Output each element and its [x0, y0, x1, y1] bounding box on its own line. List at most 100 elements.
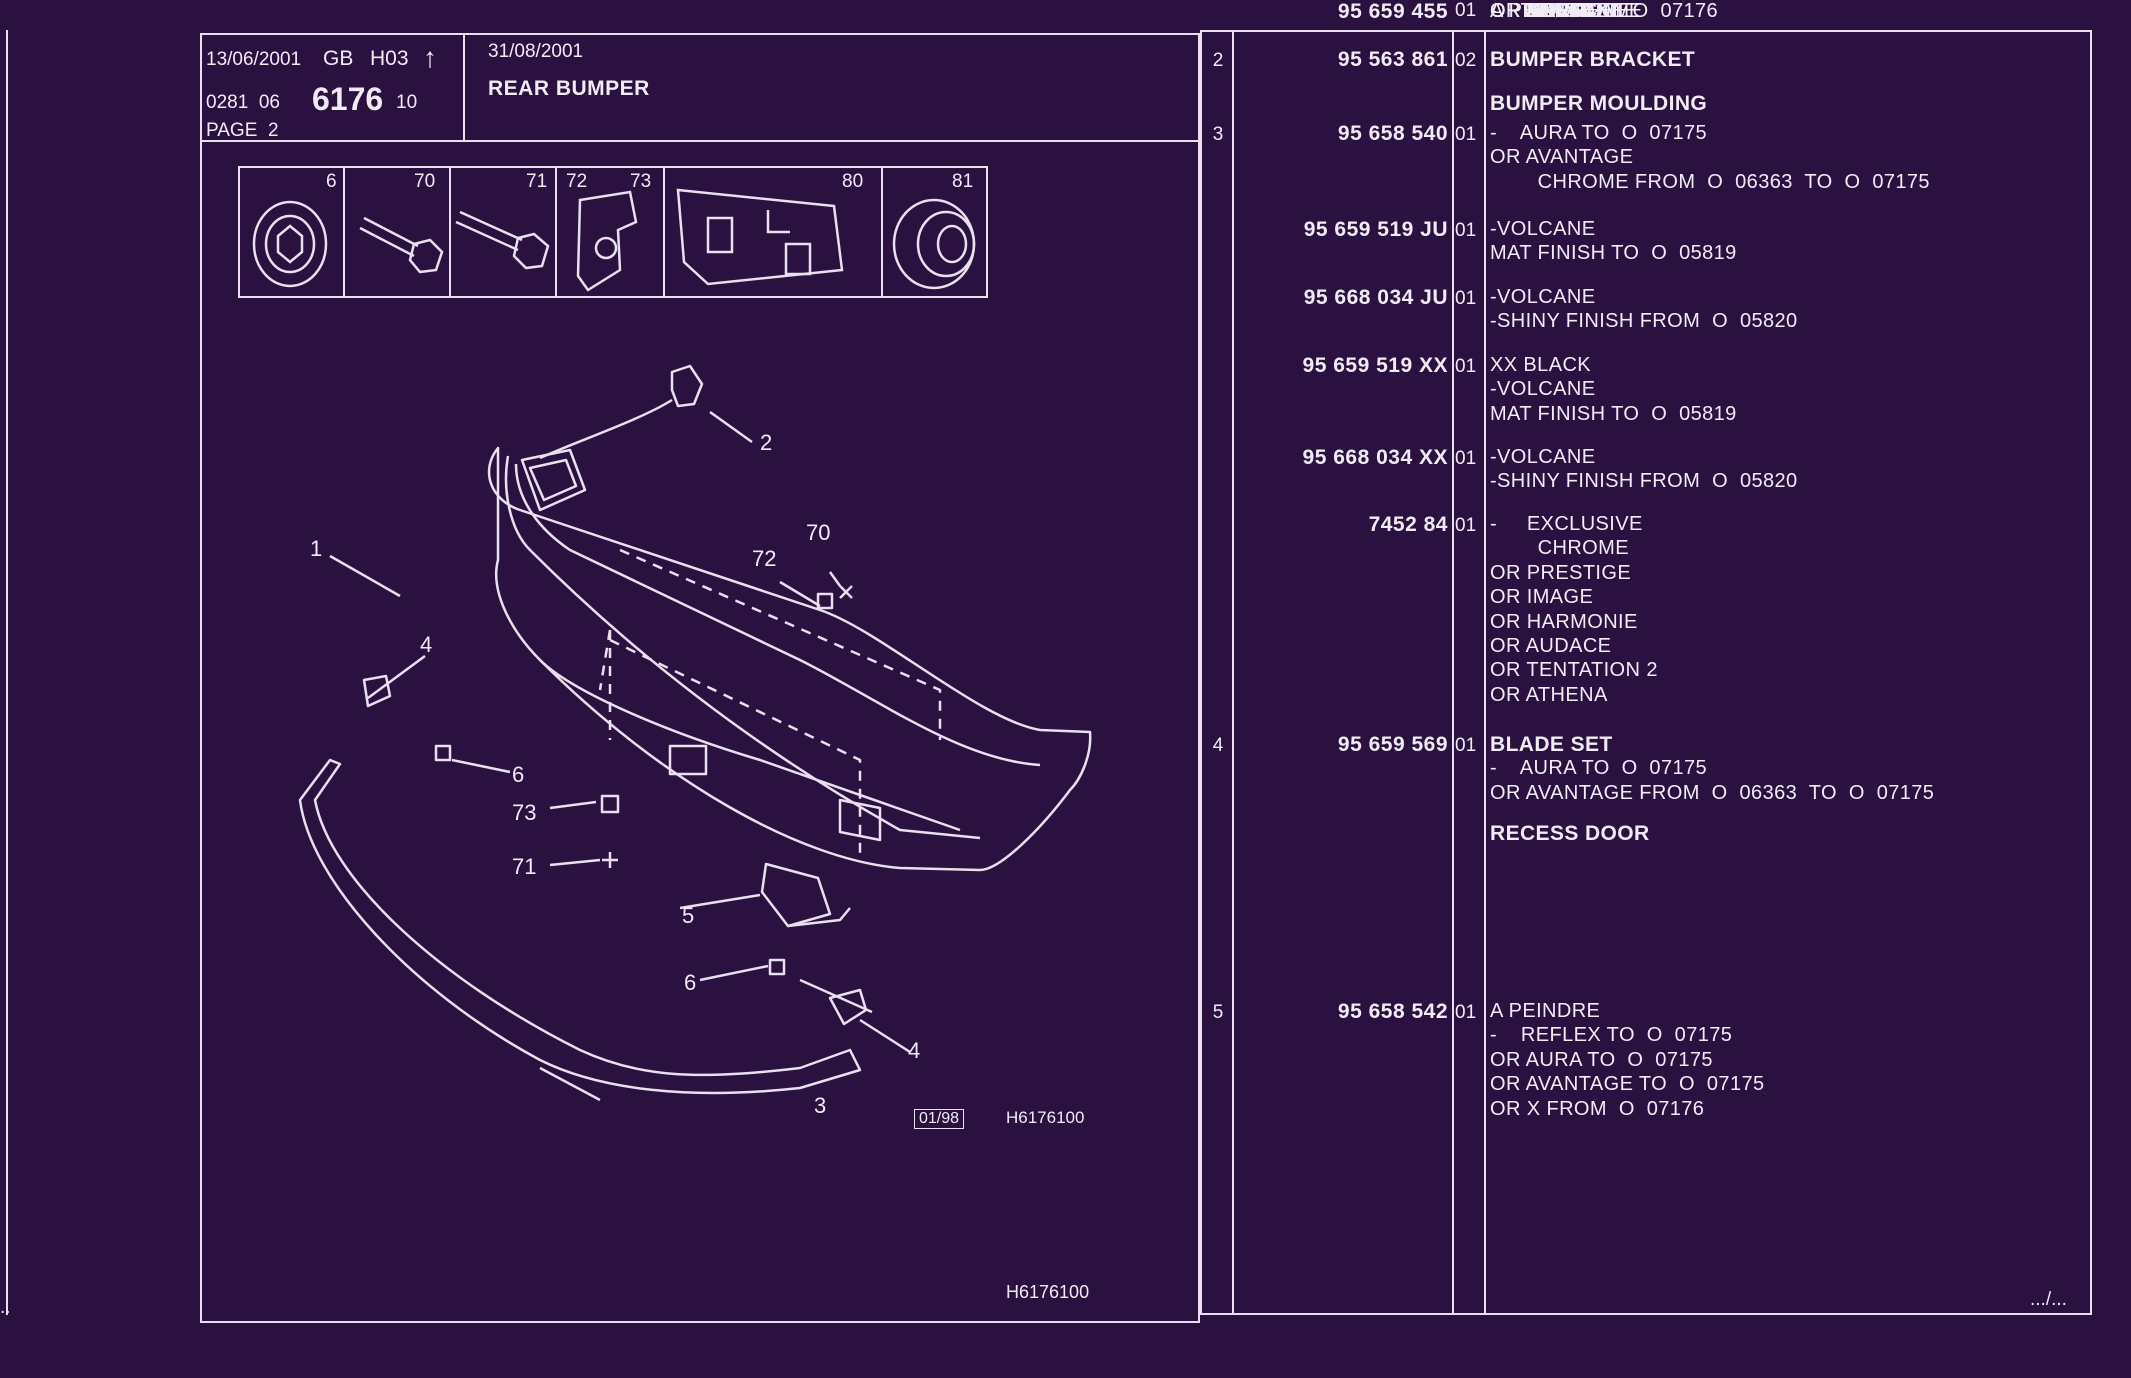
part-description-line: OR VOLCANE [1490, 0, 1626, 22]
parts-panel-top [1200, 30, 2092, 32]
part-quantity: 01 [1455, 356, 1477, 377]
part-number: 95 659 519 XX [1302, 354, 1448, 377]
part-description-line: OR AUDACE [1490, 0, 1612, 22]
header-date2: 31/08/2001 [488, 41, 584, 62]
header-ref-prefix: 0281 06 [206, 92, 280, 113]
callout-70: 70 [806, 520, 830, 545]
part-number: 95 668 034 JU [1303, 286, 1448, 309]
header-code: H03 [370, 47, 409, 70]
page-title: REAR BUMPER [488, 77, 650, 100]
part-number: 95 658 542 [1337, 1000, 1448, 1023]
part-number: 95 659 569 [1337, 733, 1448, 756]
up-arrow-icon: ↑ [423, 42, 437, 73]
part-description-line: OR AURA TO O 07175 [1490, 1048, 1713, 1071]
part-description-line: OR AUDACE [1490, 635, 1612, 657]
part-number: 95 659 519 JU [1303, 218, 1448, 241]
part-number: 95 563 861 [1337, 48, 1448, 71]
part-heading: BLADE SET [1490, 733, 1613, 756]
part-description-line: MAT FINISH TO O 05819 [1490, 242, 1737, 265]
part-number: 7452 84 [1368, 513, 1448, 536]
part-description-line: A PEINDRE [1490, 0, 1601, 22]
fastener-no-72: 72 [566, 171, 588, 192]
part-quantity: 01 [1455, 124, 1477, 145]
qty-col-divider [1484, 30, 1486, 1315]
left-edge-dots: .. [0, 1297, 11, 1318]
header-lang: GB [323, 47, 354, 70]
callout-73: 73 [512, 800, 536, 825]
part-description-line: -SHINY FINISH FROM O 05820 [1490, 470, 1798, 493]
part-quantity: 01 [1455, 515, 1477, 536]
part-ref-number: 4 [1212, 735, 1224, 756]
callout-71: 71 [512, 854, 536, 879]
part-heading: BUMPER BRACKET [1490, 48, 1696, 71]
header-ref-main: 6176 [312, 81, 384, 117]
part-description-line: -VOLCANE [1490, 446, 1596, 468]
part-description-line: OR AVANTAGE TO O 07175 [1490, 1073, 1765, 1096]
part-description-line: OR EXCLUSIVE [1490, 0, 1643, 22]
part-number: 95 659 455 [1337, 0, 1448, 23]
header-split [463, 33, 465, 142]
exploded-diagram: 2 1 4 6 73 71 72 70 5 6 4 3 [298, 364, 1092, 1118]
part-description-line: OR SX FROM O 07176 [1490, 0, 1719, 22]
ref-col-divider [1232, 30, 1234, 1315]
fastener-no-73: 73 [630, 171, 652, 192]
part-quantity: 01 [1455, 288, 1477, 309]
callout-5: 5 [682, 903, 694, 928]
part-quantity: 02 [1455, 50, 1477, 71]
callout-4a: 4 [420, 632, 432, 657]
part-description-line: OR TONIC [1490, 0, 1591, 22]
part-description-line: OR IMAGE [1490, 0, 1594, 22]
fastener-no-71: 71 [526, 171, 548, 192]
part-description-line: -VOLCANE [1490, 378, 1596, 401]
part-description-line: XX BLACK [1490, 354, 1592, 376]
part-ref-number: 3 [1212, 124, 1224, 145]
part-description-line: OR IMAGE [1490, 586, 1594, 609]
part-quantity: 01 [1455, 448, 1477, 469]
part-description-line: OR ATHENA [1490, 683, 1608, 706]
callout-6a: 6 [512, 762, 524, 787]
part-description-line: -VOLCANE [1490, 286, 1596, 308]
part-quantity: 01 [1455, 735, 1477, 756]
header-date: 13/06/2001 [206, 49, 302, 70]
part-description-line: A PEINDRE [1490, 1000, 1601, 1022]
fastener-no-80: 80 [842, 171, 864, 192]
part-description-line: - EXCLUSIVE [1490, 513, 1643, 535]
part-description-line: - REFLEX TO O 07175 [1490, 1024, 1733, 1047]
left-edge-line [6, 30, 8, 1315]
header-page: PAGE 2 [206, 120, 279, 141]
part-description-line: OR MIAMI [1490, 0, 1587, 22]
part-description-line: -VOLCANE [1490, 218, 1596, 240]
clip-nut-icon [576, 190, 638, 292]
diagram-date-box: 01/98 [914, 1109, 965, 1129]
part-description-line: - AURA TO O 07175 [1490, 757, 1708, 780]
part-heading: BUMPER MOULDING [1490, 92, 1708, 115]
bumper-blade [298, 758, 862, 1095]
part-quantity: 01 [1455, 1002, 1477, 1023]
part-description-line: OR PRESTIGE [1490, 561, 1632, 584]
part-ref-number: 2 [1212, 50, 1224, 71]
part-description-line: OR AVANTAGE FROM O 06363 TO O 07175 [1490, 781, 1935, 804]
callout-4b: 4 [908, 1038, 920, 1063]
header-divider [200, 140, 1200, 142]
bolt-icon [359, 216, 444, 274]
fastener-no-70: 70 [414, 171, 436, 192]
grommet-icon [892, 198, 976, 290]
washer-clip-icon [252, 200, 328, 288]
part-description-line: -SHINY FINISH FROM O 05820 [1490, 310, 1798, 333]
fastener-no-6: 6 [326, 171, 337, 192]
part-number: 95 658 540 [1337, 122, 1448, 145]
bracket-plate-icon [676, 188, 844, 286]
callout-2: 2 [760, 430, 772, 455]
part-description-line: OR AVANTAGE [1490, 146, 1634, 169]
diagram-code-2: H6176100 [1006, 1282, 1090, 1302]
part-description-line: OR HARMONIE [1490, 610, 1638, 633]
fastener-strip [238, 166, 988, 298]
callout-6b: 6 [684, 970, 696, 995]
part-description-line: - AURA TO O 07175 [1490, 122, 1708, 144]
part-number: 95 668 034 XX [1302, 446, 1448, 469]
header-ref-suffix: 10 [396, 92, 418, 113]
part-heading: RECESS DOOR [1490, 822, 1650, 845]
part-description-line: CHROME FROM O 06363 TO O 07175 [1490, 170, 1930, 193]
diagram-panel [200, 33, 1200, 1323]
part-description-line: OR TENTATION 2 [1490, 659, 1658, 682]
